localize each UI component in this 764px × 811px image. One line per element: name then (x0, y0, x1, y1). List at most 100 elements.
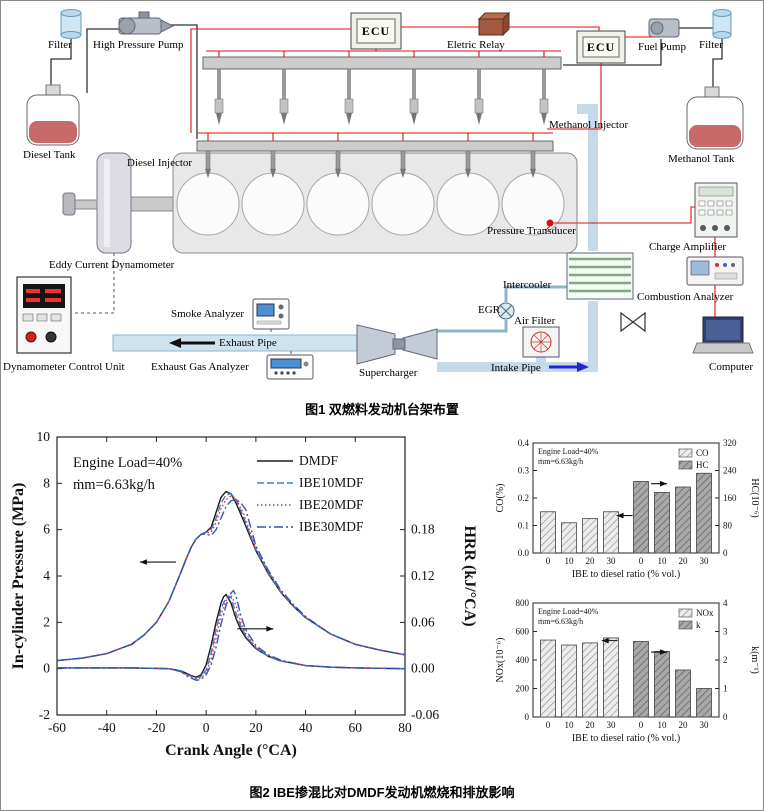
svg-text:0.3: 0.3 (518, 466, 530, 476)
svg-text:30: 30 (607, 556, 617, 566)
svg-text:6: 6 (43, 522, 50, 537)
legend-label-NOx: NOx (696, 608, 714, 618)
diesel-rail-assembly (196, 140, 554, 178)
svg-text:0: 0 (639, 556, 644, 566)
signal-wires (190, 26, 716, 317)
pressure-transducer-dot (546, 219, 554, 227)
legend-label-IBE30MDF: IBE30MDF (299, 519, 364, 534)
cylinder-1 (176, 172, 240, 236)
hrr-IBE30MDF (57, 589, 406, 681)
svg-text:0: 0 (203, 720, 210, 735)
right-axis-title: HC(10⁻⁶) (749, 478, 759, 517)
label-ecu-2: ECU (586, 40, 616, 54)
dynamometer-shape (62, 152, 174, 254)
svg-text:0: 0 (723, 712, 728, 722)
svg-text:0.2: 0.2 (518, 493, 529, 503)
svg-text:2: 2 (723, 655, 728, 665)
svg-text:80: 80 (723, 521, 733, 531)
methanol-rail-assembly (202, 56, 562, 125)
bar-CO-30 (603, 511, 619, 554)
right-axis-title: HRR (kJ/°CA) (461, 525, 478, 626)
combustion-analyzer-shape (686, 256, 744, 286)
svg-text:0.12: 0.12 (411, 568, 435, 583)
diesel-tank-shape (26, 84, 80, 146)
bar-k-20 (675, 669, 691, 718)
annotation: Engine Load=40% (538, 447, 599, 456)
legend-label-DMDF: DMDF (299, 453, 339, 468)
svg-text:20: 20 (679, 556, 689, 566)
hrr-IBE10MDF (57, 595, 406, 679)
label-air-filter: Air Filter (514, 315, 556, 327)
label-filter-right: Filter (699, 39, 723, 51)
hrr-IBE20MDF (57, 594, 406, 680)
svg-text:200: 200 (516, 684, 530, 694)
svg-text:3: 3 (723, 627, 728, 637)
label-charge-amplifier: Charge Amplifier (649, 241, 727, 253)
svg-text:-20: -20 (147, 720, 165, 735)
legend-swatch-CO (678, 448, 693, 458)
svg-text:30: 30 (700, 720, 710, 730)
svg-text:-0.06: -0.06 (411, 707, 439, 722)
label-intake-pipe: Intake Pipe (491, 362, 541, 374)
svg-text:10: 10 (565, 556, 575, 566)
bar-NOx-20 (582, 642, 598, 718)
svg-text:0: 0 (43, 661, 50, 676)
fuel-pipes (50, 24, 723, 139)
cylinder-2 (241, 172, 305, 236)
legend-label-IBE20MDF: IBE20MDF (299, 497, 364, 512)
right-axis-title: k(m⁻¹) (749, 646, 759, 674)
svg-text:0: 0 (723, 548, 728, 558)
valve-shape (620, 311, 646, 333)
bar-CO-0 (540, 511, 556, 554)
svg-text:0: 0 (546, 720, 551, 730)
label-egr: EGR (478, 304, 500, 316)
x-axis-title: Crank Angle (°CA) (165, 742, 297, 759)
svg-text:30: 30 (700, 556, 710, 566)
methanol-rail (202, 56, 562, 70)
svg-text:2: 2 (43, 614, 50, 629)
svg-text:160: 160 (723, 493, 737, 503)
label-methanol-tank: Methanol Tank (668, 153, 735, 165)
svg-text:0.0: 0.0 (518, 548, 530, 558)
label-ecu-1: ECU (361, 24, 391, 38)
label-pressure-transducer: Pressure Transducer (487, 225, 576, 237)
x-axis-title: IBE to diesel ratio (% vol.) (572, 569, 680, 580)
bar-HC-20 (675, 486, 691, 554)
legend-label-HC: HC (696, 460, 709, 470)
legend-label-CO: CO (696, 448, 709, 458)
high-pressure-pump-shape (118, 11, 175, 35)
annotation: ṁm=6.63kg/h (73, 477, 156, 493)
ecu-1-box (350, 12, 402, 50)
svg-text:0.18: 0.18 (411, 522, 435, 537)
svg-text:600: 600 (516, 627, 530, 637)
svg-text:40: 40 (299, 720, 313, 735)
electric-relay-shape (477, 11, 511, 37)
legend-swatch-k (678, 620, 693, 630)
bar-HC-10 (654, 492, 670, 554)
charge-amplifier-shape (694, 182, 738, 238)
annotation: Engine Load=40% (73, 455, 182, 471)
svg-text:30: 30 (607, 720, 617, 730)
figure1-caption: 图1 双燃料发动机台架布置 (305, 402, 459, 417)
diesel-rail (196, 140, 554, 152)
svg-text:10: 10 (565, 720, 575, 730)
pressure-DMDF (56, 490, 406, 662)
label-computer: Computer (709, 361, 753, 373)
svg-text:20: 20 (586, 556, 596, 566)
label-exhaust-pipe: Exhaust Pipe (219, 337, 277, 349)
legend-swatch-NOx (678, 608, 693, 618)
label-intercooler: Intercooler (503, 279, 552, 291)
label-dynamometer-control-unit: Dynamometer Control Unit (3, 361, 125, 373)
svg-text:400: 400 (516, 655, 530, 665)
svg-text:320: 320 (723, 438, 737, 448)
svg-text:20: 20 (249, 720, 263, 735)
engine-block (172, 152, 578, 254)
left-axis-title: CO(%) (495, 484, 506, 513)
dashed-connections (73, 253, 292, 355)
annotation: Engine Load=40% (538, 607, 599, 616)
legend-label-k: k (696, 620, 701, 630)
cylinder-3 (306, 172, 370, 236)
label-filter-left: Filter (48, 39, 72, 51)
